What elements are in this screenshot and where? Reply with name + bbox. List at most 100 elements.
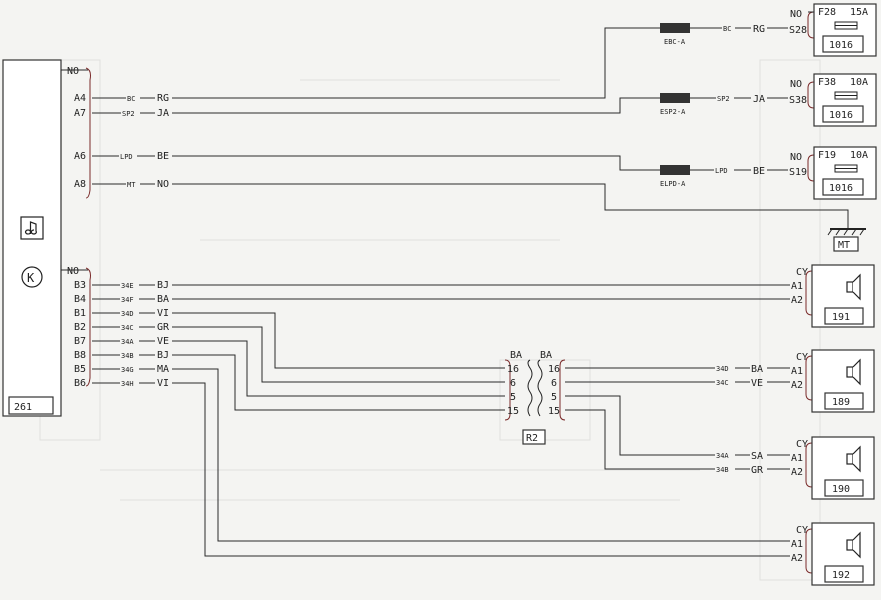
unit-261-number-box xyxy=(8,396,54,415)
speaker-bracket xyxy=(805,528,813,574)
svg-text:EBC-A: EBC-A xyxy=(664,38,686,46)
svg-text:RG: RG xyxy=(157,93,169,104)
lower-wires xyxy=(172,284,790,557)
svg-text:16: 16 xyxy=(548,364,560,375)
speaker-wire-color: SA xyxy=(751,451,763,462)
wire-color: MA xyxy=(157,364,169,375)
svg-text:S19: S19 xyxy=(789,167,807,178)
wire-code: 34G xyxy=(121,366,134,374)
svg-text:NO: NO xyxy=(790,152,802,163)
speaker-pin-a2: A2 xyxy=(791,295,803,306)
wire-code: 34B xyxy=(121,352,134,360)
speaker-wire-code: 34B xyxy=(716,466,729,474)
speaker-wire-code: 34A xyxy=(716,452,729,460)
svg-text:1016: 1016 xyxy=(829,40,853,51)
speaker-icon-body xyxy=(846,366,854,378)
svg-text:10A: 10A xyxy=(850,150,868,161)
ground-label: MT xyxy=(838,240,850,251)
pin-label: B7 xyxy=(74,336,86,347)
pin-label: B8 xyxy=(74,350,86,361)
upper-pin-a8: A8 MT NO xyxy=(74,179,169,190)
svg-text:ELPD-A: ELPD-A xyxy=(660,180,686,188)
speaker-number: 190 xyxy=(832,484,850,495)
pin-label: B2 xyxy=(74,322,86,333)
pin-label: B5 xyxy=(74,364,86,375)
svg-text:MT: MT xyxy=(127,181,136,189)
wire-color: BJ xyxy=(157,350,169,361)
wire-code: 34H xyxy=(121,380,134,388)
speaker-pin-a2: A2 xyxy=(791,467,803,478)
speaker-wire-color: GR xyxy=(751,465,764,476)
wire-color: GR xyxy=(157,322,170,333)
speaker-bracket xyxy=(805,270,813,316)
shunt-esp2-a: ESP2-A SP2 JA xyxy=(660,93,788,116)
svg-text:LPD: LPD xyxy=(120,153,133,161)
svg-text:NO: NO xyxy=(790,79,802,90)
background-bleed xyxy=(39,59,821,581)
lower-pin-b8: B8 34B BJ xyxy=(74,350,169,361)
speaker-number-box xyxy=(824,565,864,583)
fuse-f38: NO S38 F38 10A 1016 xyxy=(789,73,877,127)
speaker-bracket xyxy=(805,442,813,488)
wire-color: VI xyxy=(157,308,169,319)
svg-text:1016: 1016 xyxy=(829,183,853,194)
pin-label: B4 xyxy=(74,294,86,305)
speaker-pin-a1: A1 xyxy=(791,366,803,377)
pin-label: B1 xyxy=(74,308,86,319)
speaker-header: CY xyxy=(796,439,808,450)
speaker-icon xyxy=(846,358,861,386)
upper-pin-a7: A7 SP2 JA xyxy=(74,108,169,119)
speaker-icon-body xyxy=(846,539,854,551)
wire-color: VE xyxy=(157,336,169,347)
speaker-header: CY xyxy=(796,267,808,278)
wire-code: 34E xyxy=(121,282,134,290)
svg-text:JA: JA xyxy=(753,94,765,105)
speaker-icon xyxy=(846,531,861,559)
svg-text:15: 15 xyxy=(548,406,560,417)
svg-text:BA: BA xyxy=(510,350,522,361)
svg-text:ESP2-A: ESP2-A xyxy=(660,108,686,116)
speaker-number: 189 xyxy=(832,397,850,408)
wire-code: 34D xyxy=(121,310,134,318)
ground-symbol: MT xyxy=(827,228,866,252)
svg-text:BE: BE xyxy=(753,166,765,177)
speaker-icon-cone xyxy=(852,273,861,301)
speaker-icon-cone xyxy=(852,531,861,559)
wire-code: 34A xyxy=(121,338,134,346)
wire-color: VI xyxy=(157,378,169,389)
speaker-number-box xyxy=(824,392,864,410)
speaker-pin-a1: A1 xyxy=(791,453,803,464)
speaker-icon xyxy=(846,445,861,473)
lower-pin-bracket xyxy=(85,267,91,387)
svg-text:6: 6 xyxy=(551,378,557,389)
speaker-pin-a1: A1 xyxy=(791,281,803,292)
svg-text:5: 5 xyxy=(551,392,557,403)
speaker-icon-body xyxy=(846,453,854,465)
svg-text:R2: R2 xyxy=(526,433,538,444)
svg-text:BC: BC xyxy=(723,25,731,33)
wire-color: BA xyxy=(157,294,169,305)
svg-text:15A: 15A xyxy=(850,7,868,18)
speaker-header: CY xyxy=(796,525,808,536)
svg-text:F28: F28 xyxy=(818,7,836,18)
svg-text:A6: A6 xyxy=(74,151,86,162)
svg-text:K: K xyxy=(27,271,35,285)
lower-pin-b6: B6 34H VI xyxy=(74,378,169,389)
svg-text:A8: A8 xyxy=(74,179,86,190)
svg-text:10A: 10A xyxy=(850,77,868,88)
lower-pin-b1: B1 34D VI xyxy=(74,308,169,319)
svg-text:JA: JA xyxy=(157,108,169,119)
svg-text:RG: RG xyxy=(753,24,765,35)
pin-label: B6 xyxy=(74,378,86,389)
speaker-number-box xyxy=(824,479,864,497)
fuse-f19: NO S19 F19 10A 1016 xyxy=(789,146,877,200)
svg-text:BE: BE xyxy=(157,151,169,162)
lower-ground-label: NO xyxy=(67,266,79,277)
radio-k-icon: K xyxy=(21,266,43,288)
shunt-elpd-a: ELPD-A LPD BE xyxy=(660,165,788,188)
